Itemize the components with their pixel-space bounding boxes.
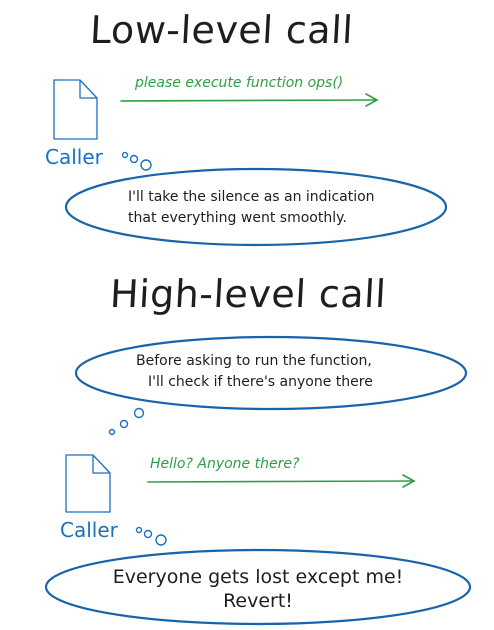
speech-bubble-line: I'll take the silence as an indication [128, 189, 375, 205]
speech-bubble-line: that everything went smoothly. [128, 210, 347, 226]
caller-label: Caller [45, 145, 103, 169]
thought-dots [108, 407, 145, 436]
document-icon [53, 79, 98, 140]
ping-arrow [147, 474, 416, 488]
speech-bubble-text: I'll take the silence as an indication t… [128, 187, 375, 229]
revert-bubble-line: Revert! [223, 590, 293, 612]
request-arrow [120, 93, 379, 107]
ping-arrow-label: Hello? Anyone there? [150, 456, 300, 472]
caller-label: Caller [60, 518, 118, 542]
thought-dots [135, 526, 167, 546]
thought-dots [121, 151, 152, 171]
request-arrow-label: please execute function ops() [135, 75, 344, 91]
revert-bubble-text: Everyone gets lost except me! Revert! [60, 565, 456, 613]
section-title-high-level: High-level call [108, 272, 388, 316]
speech-bubble-outline [44, 548, 472, 626]
speech-bubble-outline [64, 167, 448, 247]
document-icon [65, 454, 111, 513]
revert-bubble-line: Everyone gets lost except me! [112, 566, 404, 588]
section-title-low-level: Low-level call [88, 8, 355, 52]
thought-bubble-outline [74, 335, 468, 411]
thought-bubble-text: Before asking to run the function, I'll … [136, 351, 373, 393]
thought-bubble-line: Before asking to run the function, [136, 353, 372, 369]
thought-bubble-line: I'll check if there's anyone there [148, 374, 373, 390]
